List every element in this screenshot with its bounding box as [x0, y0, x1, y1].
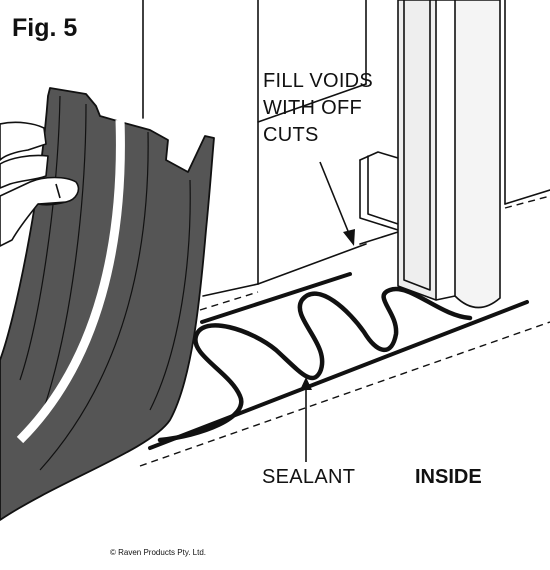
inside-label: INSIDE — [415, 466, 482, 488]
wall-block — [142, 0, 550, 297]
fill-voids-arrow — [319, 161, 355, 246]
sealant-bead — [157, 286, 473, 443]
floor-rails — [148, 272, 529, 450]
copyright-note: © Raven Products Pty. Ltd. — [110, 548, 207, 557]
off-cut-piece — [359, 151, 399, 231]
sealant-arrow — [300, 377, 312, 462]
seal-strip — [0, 87, 215, 521]
fill-voids-label: FILL VOIDS WITH OFF CUTS — [263, 70, 374, 146]
figure-title: Fig. 5 — [12, 14, 78, 42]
sealant-label: SEALANT — [262, 466, 356, 488]
hand — [0, 121, 80, 247]
door-post — [397, 0, 501, 309]
floor-guide-lines — [139, 195, 550, 467]
